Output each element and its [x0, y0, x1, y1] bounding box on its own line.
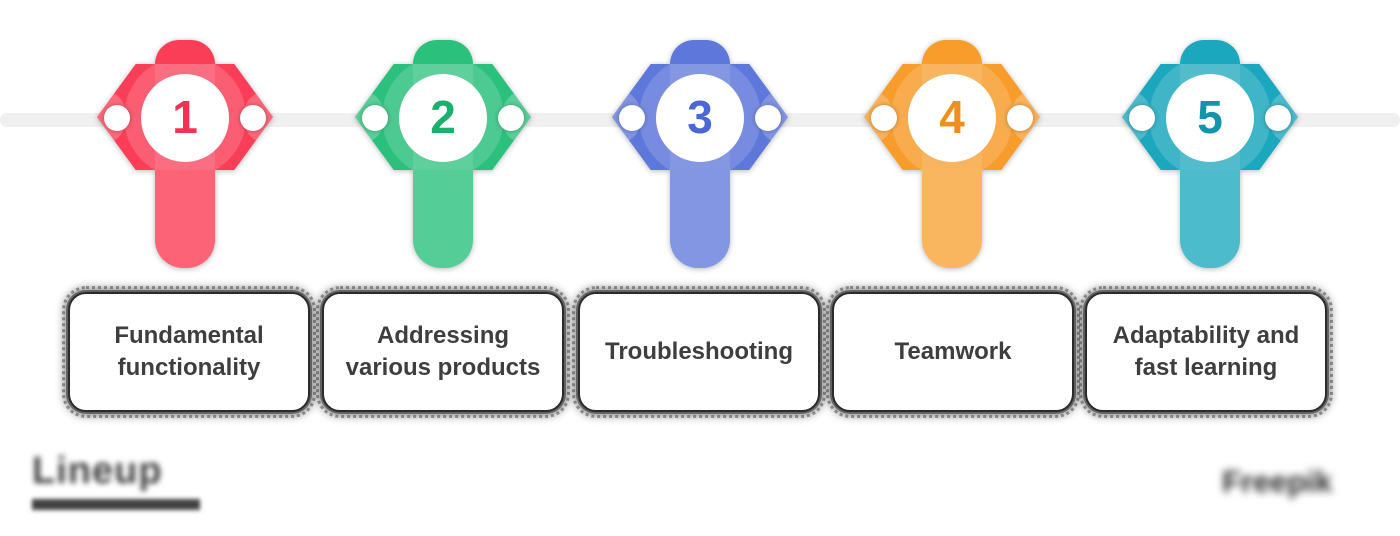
- connector-dot-left: [1129, 105, 1155, 131]
- footer-logo-text: Lineup: [32, 450, 163, 492]
- step-number: 2: [430, 91, 456, 143]
- step-number: 4: [939, 91, 965, 143]
- marker-pin-stem: [670, 166, 730, 268]
- step-label: Adaptability and fast learning: [1112, 321, 1300, 381]
- step-number: 1: [172, 91, 198, 143]
- marker-pin-stem: [155, 166, 215, 268]
- marker-number-disc: 5: [1166, 74, 1254, 162]
- connector-dot-left: [362, 105, 388, 131]
- step-number: 5: [1197, 91, 1223, 143]
- connector-dot-right: [755, 105, 781, 131]
- connector-dot-right: [240, 105, 266, 131]
- footer-credit-text: Freepik: [1222, 464, 1333, 499]
- step-card-1: Fundamental functionality: [62, 286, 316, 418]
- step-card-4: Teamwork: [826, 286, 1080, 418]
- marker-number-disc: 3: [656, 74, 744, 162]
- timeline-marker-4: 4: [864, 40, 1040, 270]
- connector-dot-left: [104, 105, 130, 131]
- connector-dot-right: [498, 105, 524, 131]
- connector-dot-left: [871, 105, 897, 131]
- step-label: Teamwork: [894, 337, 1012, 365]
- marker-pin-stem: [413, 166, 473, 268]
- footer-logo-underline: [32, 499, 200, 510]
- timeline-marker-3: 3: [612, 40, 788, 270]
- connector-dot-left: [619, 105, 645, 131]
- marker-pin-stem: [922, 166, 982, 268]
- marker-number-disc: 1: [141, 74, 229, 162]
- step-label: Addressing various products: [345, 321, 541, 381]
- timeline-marker-2: 2: [355, 40, 531, 270]
- marker-pin-stem: [1180, 166, 1240, 268]
- marker-number-disc: 2: [399, 74, 487, 162]
- step-card-3: Troubleshooting: [572, 286, 826, 418]
- step-card-5: Adaptability and fast learning: [1079, 286, 1333, 418]
- timeline-marker-5: 5: [1122, 40, 1298, 270]
- step-number: 3: [687, 91, 713, 143]
- marker-number-disc: 4: [908, 74, 996, 162]
- connector-dot-right: [1265, 105, 1291, 131]
- step-label: Fundamental functionality: [114, 321, 264, 381]
- step-label: Troubleshooting: [605, 337, 793, 365]
- connector-dot-right: [1007, 105, 1033, 131]
- step-card-2: Addressing various products: [316, 286, 570, 418]
- timeline-marker-1: 1: [97, 40, 273, 270]
